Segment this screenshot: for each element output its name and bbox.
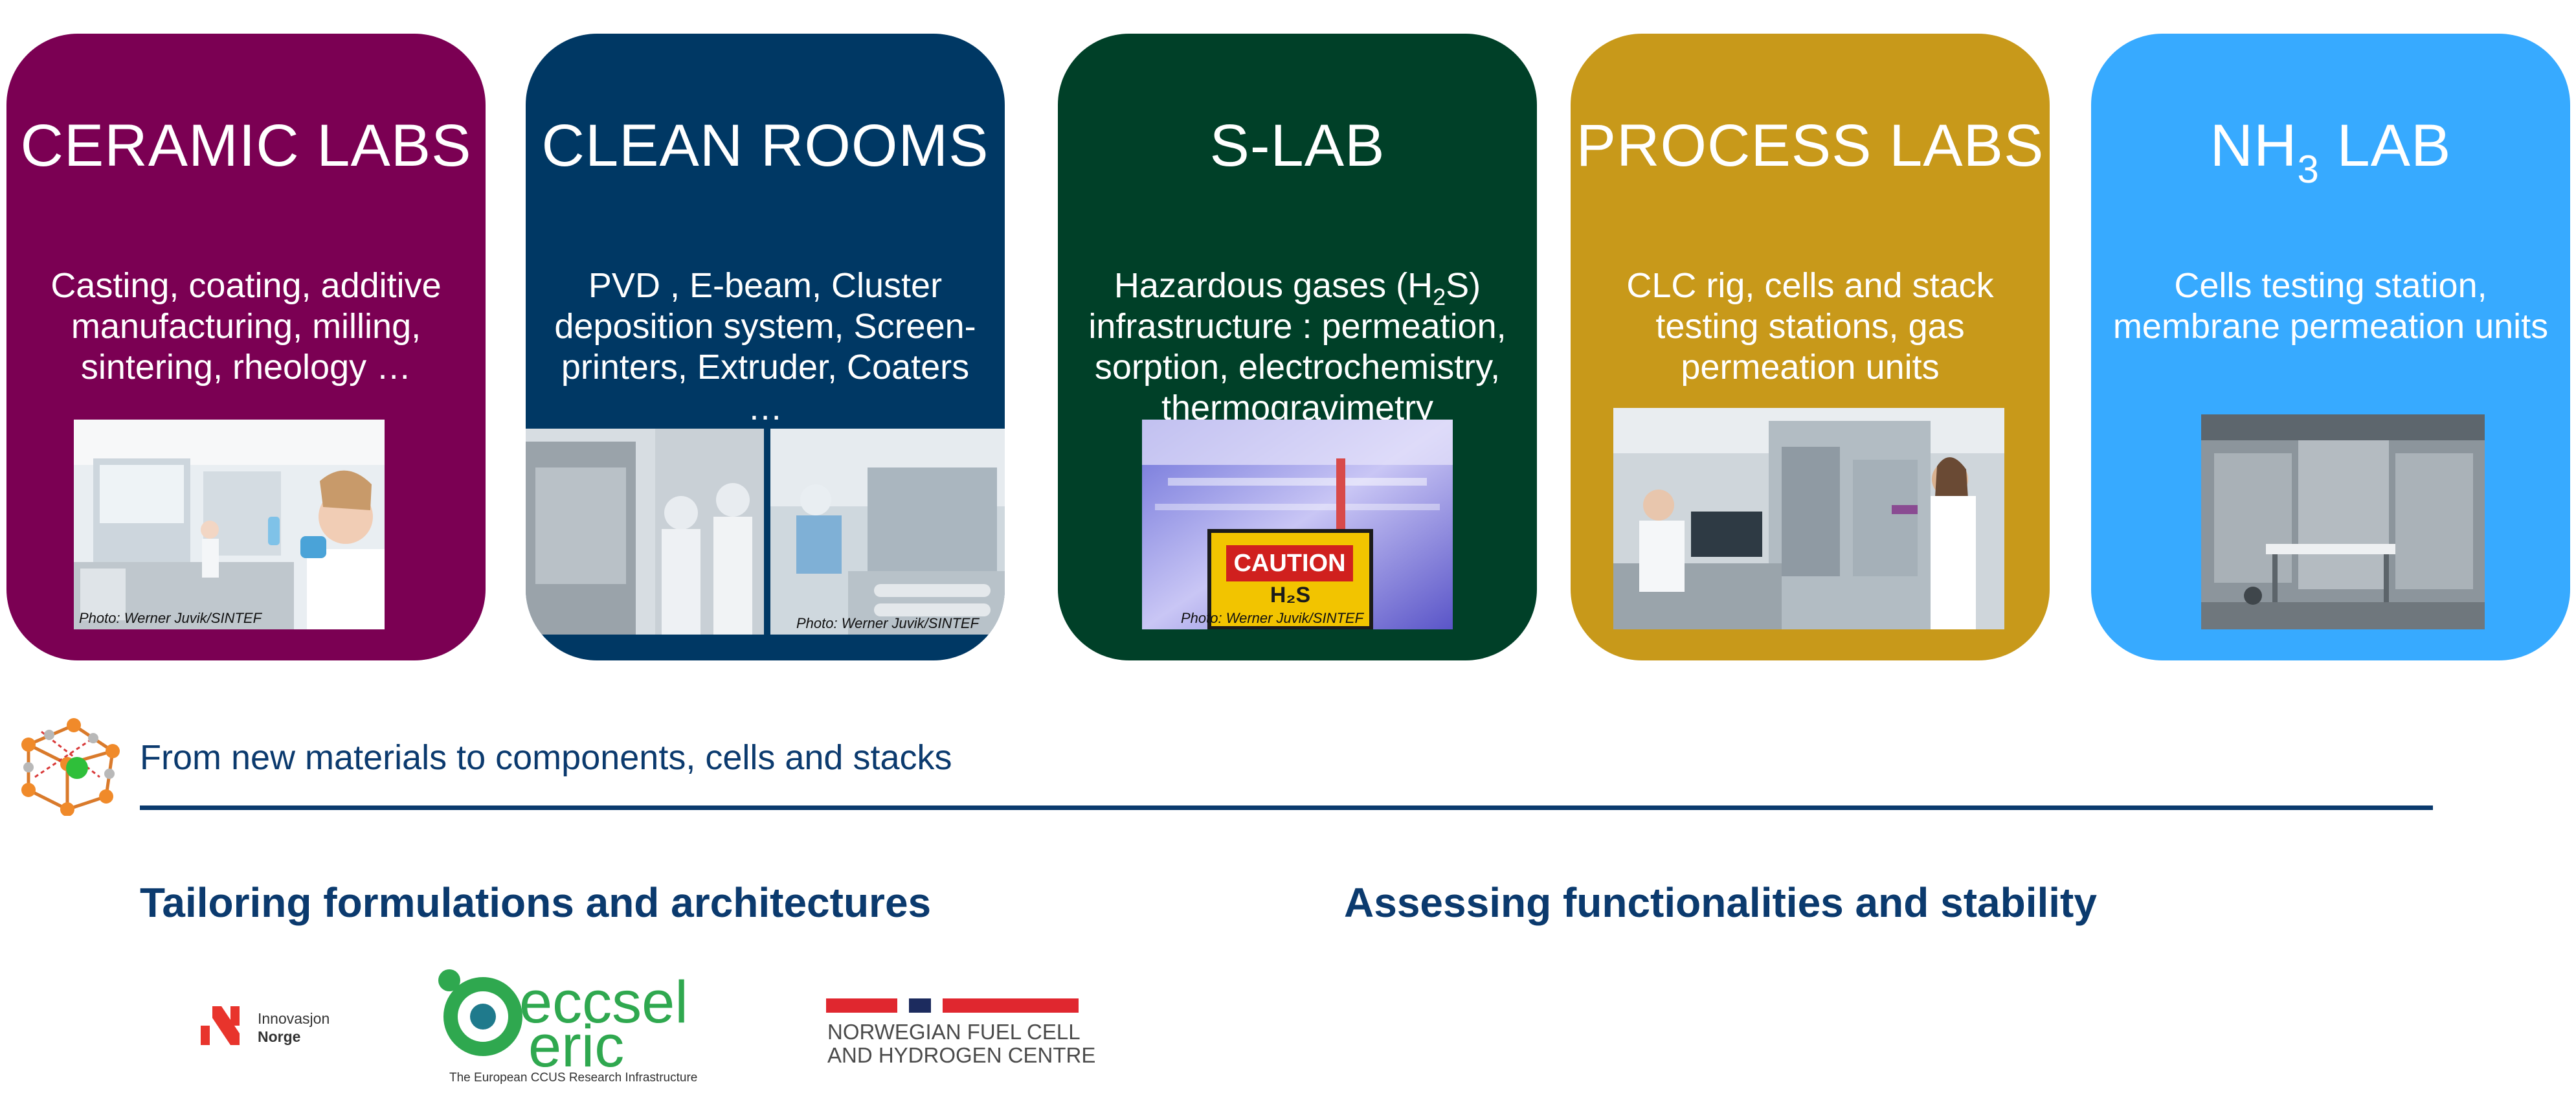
- nfchc-line1: NORWEGIAN FUEL CELL: [827, 1020, 1081, 1044]
- eccsel-tagline: The European CCUS Research Infrastructur…: [449, 1071, 698, 1085]
- card-title: S-LAB: [1209, 113, 1385, 179]
- card-description: Cells testing station, membrane permeati…: [2112, 266, 2549, 346]
- card-clean-rooms: CLEAN ROOMS PVD , E-beam, Cluster deposi…: [526, 34, 1005, 660]
- innovasjon-norge-logo: Innovasjon Norge: [197, 1002, 365, 1049]
- innovasjon-line2: Norge: [258, 1028, 301, 1045]
- photo-credit: Photo: Werner Juvik/SINTEF: [1181, 610, 1364, 626]
- nfchc-logo: NORWEGIAN FUEL CELL AND HYDROGEN CENTRE: [826, 995, 1095, 1072]
- ceramic-lab-photo: Photo: Werner Juvik/SINTEF: [74, 420, 385, 629]
- nfchc-red-bar-left: [826, 998, 897, 1013]
- card-title: CERAMIC LABS: [20, 113, 472, 179]
- nh3-lab-photo: [2201, 414, 2485, 629]
- nfchc-line2: AND HYDROGEN CENTRE: [827, 1043, 1096, 1067]
- clean-room-photo-left: [526, 429, 764, 635]
- card-description: PVD , E-beam, Cluster deposition system,…: [554, 266, 976, 427]
- card-process-labs: PROCESS LABS CLC rig, cells and stack te…: [1571, 34, 2050, 660]
- eric-word: eric: [528, 1013, 625, 1079]
- caution-sign-text: CAUTION: [1233, 550, 1346, 577]
- card-description: CLC rig, cells and stack testing station…: [1626, 266, 1994, 387]
- intro-text: From new materials to components, cells …: [140, 738, 952, 777]
- s-lab-photo: CAUTION H₂S Photo: Werner Juvik/SINTEF: [1142, 420, 1453, 629]
- card-title: PROCESS LABS: [1576, 113, 2044, 179]
- caution-sign-formula: H₂S: [1270, 583, 1311, 607]
- photo-credit: Photo: Werner Juvik/SINTEF: [79, 610, 262, 626]
- card-description: Hazardous gases (H2S) infrastructure : p…: [1088, 266, 1506, 427]
- molecule-icon: [9, 706, 126, 817]
- card-s-lab: S-LAB Hazardous gases (H2S) infrastructu…: [1058, 34, 1537, 660]
- innovasjon-line1: Innovasjon: [258, 1010, 330, 1027]
- eccsel-word: eccsel: [519, 969, 688, 1035]
- clean-room-photo-right: Photo: Werner Juvik/SINTEF: [770, 429, 1005, 635]
- nfchc-blue-square: [909, 998, 931, 1013]
- divider-line: [140, 805, 2433, 810]
- left-heading: Tailoring formulations and architectures: [140, 879, 932, 926]
- card-description: Casting, coating, additive manufacturing…: [50, 266, 442, 387]
- right-heading: Assessing functionalities and stability: [1344, 879, 2097, 926]
- card-title: CLEAN ROOMS: [541, 113, 989, 179]
- process-lab-photo: [1613, 408, 2004, 629]
- card-title: NH3 LAB: [2210, 113, 2452, 191]
- nfchc-red-bar-right: [943, 998, 1079, 1013]
- card-ceramic-labs: CERAMIC LABS Casting, coating, additive …: [6, 34, 486, 660]
- eccsel-eric-logo: eccsel eric The European CCUS Research I…: [434, 962, 719, 1089]
- photo-credit: Photo: Werner Juvik/SINTEF: [796, 615, 980, 631]
- card-nh3-lab: NH3 LAB Cells testing station, membrane …: [2091, 34, 2570, 660]
